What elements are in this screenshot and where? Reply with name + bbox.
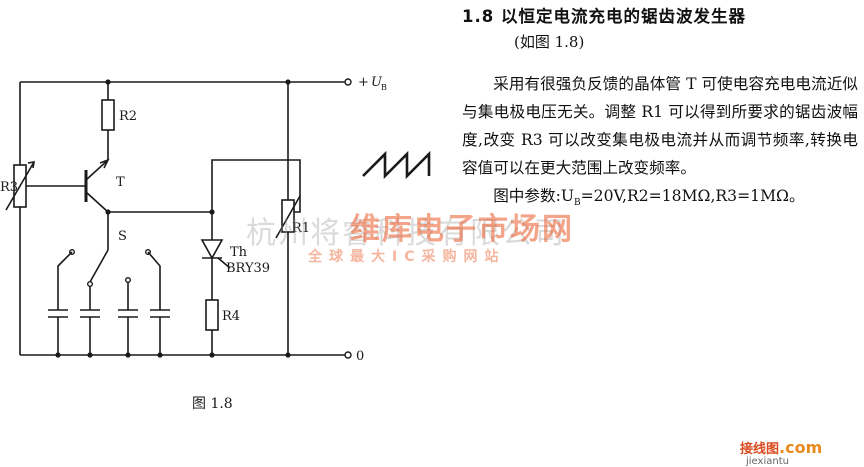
article-subtitle: (如图 1.8) bbox=[514, 33, 585, 51]
transistor-collector bbox=[85, 191, 109, 213]
ground-node-2 bbox=[87, 352, 93, 358]
bry-label: BRY39 bbox=[226, 261, 270, 276]
th-label: Th bbox=[230, 245, 248, 260]
params-values: =20V,R2=18MΩ,R3=1MΩ。 bbox=[580, 187, 805, 205]
collector-node bbox=[105, 209, 111, 215]
body-paragraph-2: 图中参数:UB=20V,R2=18MΩ,R3=1MΩ。 bbox=[462, 182, 858, 217]
figure-caption: 图 1.8 bbox=[192, 396, 233, 412]
switch-contact-2 bbox=[86, 281, 93, 288]
switch-contact-3 bbox=[124, 277, 131, 284]
ground-label: 0 bbox=[356, 349, 364, 364]
transistor-emitter bbox=[85, 159, 109, 181]
transistor-emitter-arrow bbox=[99, 158, 110, 169]
site-domain: .com bbox=[779, 438, 823, 457]
ground-node-3 bbox=[125, 352, 131, 358]
article-body: 采用有很强负反馈的晶体管 T 可使电容充电电流近似与集电极电压无关。调整 R1 … bbox=[462, 70, 858, 217]
article-title: 1.8 以恒定电流充电的锯齿波发生器 bbox=[462, 7, 746, 26]
ground-node-1 bbox=[55, 352, 61, 358]
r4-label: R4 bbox=[222, 309, 240, 324]
r2-label: R2 bbox=[119, 109, 137, 124]
ub-subscript: B bbox=[381, 83, 387, 92]
switch-label: S bbox=[118, 229, 127, 244]
cap1-lead bbox=[57, 251, 73, 310]
r2-resistor bbox=[101, 99, 115, 131]
rail-node-r1 bbox=[285, 79, 291, 85]
site-watermark: 接线图.com jiexiantu bbox=[740, 438, 823, 467]
r3-arrow bbox=[5, 161, 35, 211]
sawtooth-waveform bbox=[362, 150, 431, 180]
thyristor-symbol bbox=[200, 239, 224, 260]
r1-arrow bbox=[275, 195, 301, 239]
article: 1.8 以恒定电流充电的锯齿波发生器 (如图 1.8) 采用有很强负反馈的晶体管… bbox=[462, 4, 858, 217]
r3-label: R3 bbox=[0, 180, 18, 195]
r4-resistor bbox=[205, 299, 219, 331]
ub-plus-label: + bbox=[358, 75, 369, 90]
thyristor-gate bbox=[217, 257, 231, 269]
ground-node-6 bbox=[285, 352, 291, 358]
body-paragraph-1: 采用有很强负反馈的晶体管 T 可使电容充电电流近似与集电极电压无关。调整 R1 … bbox=[462, 75, 858, 177]
circuit-diagram: R3 R2 T S Th BRY39 R4 bbox=[0, 75, 431, 412]
terminal-ub bbox=[344, 78, 352, 86]
ub-label: U bbox=[371, 75, 383, 90]
terminal-ground bbox=[344, 351, 352, 359]
ground-node-5 bbox=[209, 352, 215, 358]
params-prefix: 图中参数:U bbox=[493, 187, 574, 205]
site-url: jiexiantu bbox=[746, 456, 789, 467]
rail-node-r2 bbox=[105, 79, 111, 85]
r1-label: R1 bbox=[292, 221, 310, 236]
switch-arm bbox=[89, 249, 109, 283]
transistor-label: T bbox=[116, 175, 125, 190]
r3-arrowhead bbox=[27, 161, 35, 169]
ground-node-4 bbox=[157, 352, 163, 358]
cap4-lead bbox=[147, 251, 161, 310]
site-name: 接线图 bbox=[740, 442, 780, 457]
params-subscript: B bbox=[573, 198, 581, 209]
